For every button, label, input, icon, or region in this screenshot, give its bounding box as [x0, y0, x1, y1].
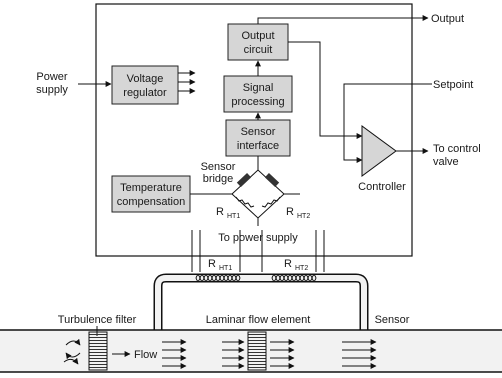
- setpoint-label: Setpoint: [433, 79, 473, 91]
- output-circuit-label-line2: circuit: [244, 44, 273, 56]
- turbulence-swirl-icon: [63, 338, 81, 365]
- setpoint-line: [343, 83, 428, 163]
- bridge-resistor-right: [264, 173, 280, 187]
- rht2-zigzag: [261, 196, 281, 208]
- laminar-flow-element-label: Laminar flow element: [206, 314, 311, 326]
- rht1-r: R: [216, 206, 224, 218]
- rht2-r: R: [286, 206, 294, 218]
- sensor-interface-label-line2: interface: [237, 140, 279, 152]
- controller-label: Controller: [358, 181, 406, 193]
- sensor-label: Sensor: [375, 314, 410, 326]
- rht2-sub: HT2: [297, 213, 310, 220]
- voltage-regulator-block: [111, 65, 179, 105]
- output-circuit-block: [227, 23, 289, 61]
- voltage-regulator-label-line2: regulator: [123, 87, 167, 99]
- turbulence-filter-label: Turbulence filter: [58, 314, 137, 326]
- voltage-regulator-label-line1: Voltage: [127, 73, 164, 85]
- capillary-tube-inner: [155, 275, 367, 330]
- flow-arrows-after-element: [270, 339, 295, 369]
- output-to-controller-line: [288, 41, 363, 139]
- sensor-bridge-label-line2: bridge: [203, 173, 234, 185]
- flow-arrows-outlet: [342, 339, 377, 369]
- bridge-resistor-left: [236, 173, 252, 187]
- coil-rht1-r: R: [208, 258, 216, 270]
- signal-processing-label-line1: Signal: [243, 82, 274, 94]
- sensor-interface-label-line1: Sensor: [241, 126, 276, 138]
- output-circuit-label-line1: Output: [241, 30, 274, 42]
- flow-arrows-mid-left: [162, 339, 187, 369]
- sensor-interface-block: [225, 119, 291, 157]
- signal-processing-label-line2: processing: [231, 96, 284, 108]
- sensor-bridge-label-line1: Sensor: [201, 161, 236, 173]
- temperature-compensation-label-line2: compensation: [117, 196, 186, 208]
- coil-rht1-sub: HT1: [219, 265, 232, 272]
- coil-rht1: [195, 274, 241, 282]
- output-label: Output: [431, 13, 464, 25]
- coil-rht2-r: R: [284, 258, 292, 270]
- temperature-compensation-block: [111, 175, 191, 213]
- coil-rht2-sub: HT2: [295, 265, 308, 272]
- flow-label: Flow: [134, 349, 157, 361]
- output-line: [257, 15, 429, 24]
- to-control-valve-label-line1: To control: [433, 143, 481, 155]
- turbulence-filter: [88, 331, 108, 371]
- rht1-sub: HT1: [227, 213, 240, 220]
- rht1-zigzag: [235, 196, 255, 208]
- flow-arrows-before-element: [222, 339, 245, 369]
- controller-amplifier: [361, 125, 397, 177]
- power-supply-label-line1: Power: [36, 71, 68, 83]
- power-supply-label-line2: supply: [36, 84, 68, 96]
- coil-rht2: [271, 274, 317, 282]
- laminar-flow-element: [247, 331, 267, 371]
- temperature-compensation-label-line1: Temperature: [120, 182, 182, 194]
- to-power-supply-label: To power supply: [218, 232, 298, 244]
- to-control-valve-label-line2: valve: [433, 156, 459, 168]
